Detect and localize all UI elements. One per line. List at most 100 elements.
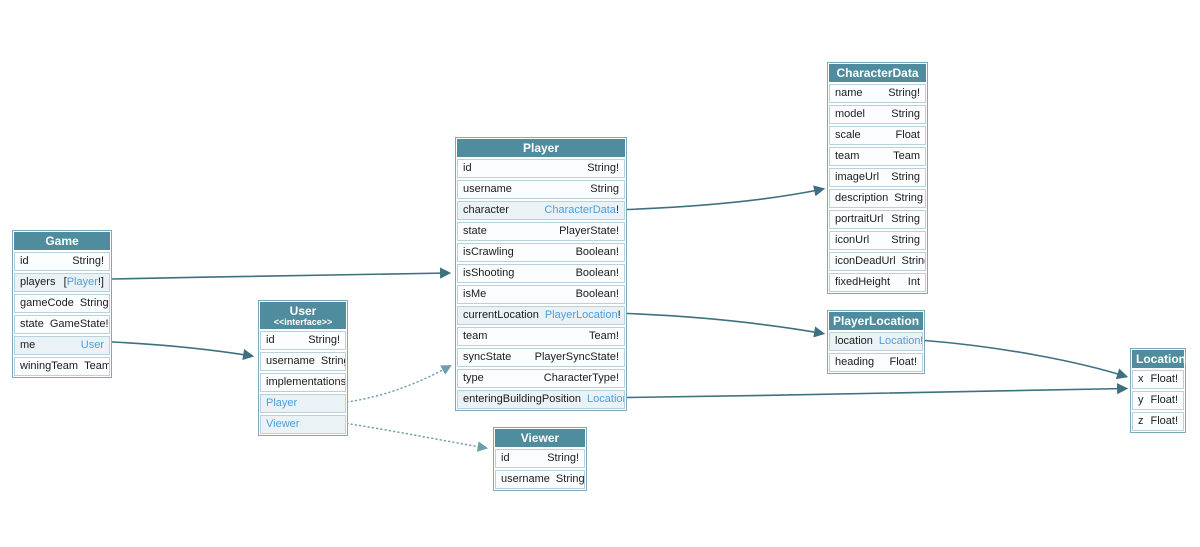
field-type: Location — [587, 393, 625, 406]
field-row-characterdata-iconDeadUrl[interactable]: iconDeadUrlString — [829, 252, 926, 271]
table-title: PlayerLocation — [833, 314, 920, 328]
field-name: z — [1138, 415, 1144, 427]
type-table-user[interactable]: User<<interface>> id String! usernameString… — [258, 300, 348, 436]
field-name: me — [20, 339, 36, 351]
field-row-user-implementations[interactable]: implementations — [260, 373, 346, 392]
field-type: String! — [308, 334, 340, 347]
table-header-characterdata[interactable]: CharacterData — [829, 64, 926, 82]
type-link[interactable]: PlayerLocation — [544, 309, 618, 321]
type-link[interactable]: Location — [878, 335, 921, 347]
edge-playerlocation-location-to-location — [924, 339, 1129, 380]
field-name: state — [20, 318, 44, 330]
field-row-game-players[interactable]: players [Player!] — [14, 273, 110, 292]
field-type: PlayerLocation! — [545, 309, 621, 322]
type-text: ! — [921, 335, 922, 347]
field-type: PlayerState! — [559, 225, 619, 238]
type-table-playerlocation[interactable]: PlayerLocation location Location! headingFl… — [827, 310, 925, 374]
field-name: isShooting — [463, 267, 515, 279]
type-text: String! — [547, 452, 579, 464]
implementation-type-link[interactable]: Viewer — [266, 418, 300, 430]
type-text: PlayerState! — [559, 225, 619, 237]
field-name: enteringBuildingPosition — [463, 393, 582, 405]
type-link[interactable]: Location — [587, 393, 625, 405]
field-name: location — [835, 335, 873, 347]
type-link[interactable]: Player — [66, 276, 98, 288]
table-header-playerlocation[interactable]: PlayerLocation — [829, 312, 923, 330]
type-text: CharacterType! — [543, 372, 619, 384]
field-row-location-z[interactable]: z Float! — [1132, 412, 1184, 431]
field-row-location-y[interactable]: y Float! — [1132, 391, 1184, 410]
field-name: model — [835, 108, 865, 120]
type-text: Float — [895, 129, 920, 141]
table-header-player[interactable]: Player — [457, 139, 625, 157]
field-name: id — [463, 162, 472, 174]
type-text: !] — [97, 276, 104, 288]
field-row-player-username[interactable]: username String — [457, 180, 625, 199]
field-row-user-Player[interactable]: Player — [260, 394, 346, 413]
field-name: currentLocation — [463, 309, 539, 321]
type-text: String — [901, 255, 925, 267]
table-header-location[interactable]: Location — [1132, 350, 1186, 368]
type-text: [ — [63, 276, 67, 288]
field-row-user-Viewer[interactable]: Viewer — [260, 415, 346, 434]
type-text: String — [894, 192, 923, 204]
field-row-user-id[interactable]: id String! — [260, 331, 346, 350]
field-name: y — [1138, 394, 1144, 406]
field-type: Float! — [1150, 415, 1178, 428]
field-name: username — [463, 183, 512, 195]
field-row-game-me[interactable]: me User — [14, 336, 110, 355]
field-row-player-currentLocation[interactable]: currentLocation PlayerLocation! — [457, 306, 625, 325]
type-link[interactable]: User — [80, 339, 104, 351]
type-text: String — [320, 355, 345, 367]
field-row-player-enteringBuildingPosition[interactable]: enteringBuildingPosition Location — [457, 390, 625, 409]
type-text: Boolean! — [575, 267, 619, 279]
type-link[interactable]: CharacterData — [544, 204, 616, 216]
table-header-game[interactable]: Game — [14, 232, 110, 250]
field-name: id — [266, 334, 275, 346]
implementation-type-link[interactable]: Player — [266, 397, 298, 409]
type-text: Boolean! — [575, 246, 619, 258]
field-type: Float! — [1150, 394, 1178, 407]
table-title: Player — [522, 141, 560, 155]
edge-user-player-impl — [346, 364, 452, 403]
field-row-playerlocation-location[interactable]: location Location! — [829, 332, 923, 351]
field-type: [Player!] — [64, 276, 104, 289]
table-header-viewer[interactable]: Viewer — [495, 429, 585, 447]
field-row-player-isShooting[interactable]: isShooting Boolean! — [457, 264, 625, 283]
field-type: String — [590, 183, 619, 196]
type-text: String — [891, 213, 920, 225]
table-header-user[interactable]: User<<interface>> — [260, 302, 346, 329]
field-name: players — [20, 276, 56, 288]
